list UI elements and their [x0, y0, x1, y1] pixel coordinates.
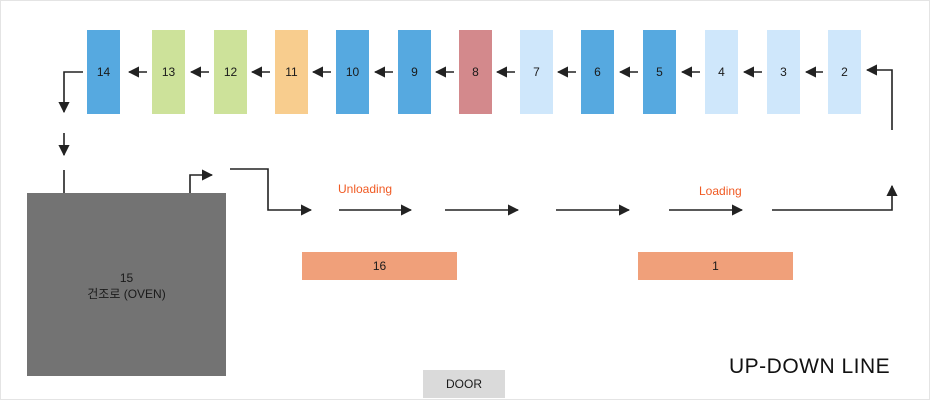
oven-label: 15 건조로 (OVEN) [27, 270, 226, 302]
station-4: 4 [705, 30, 738, 114]
station-11: 11 [275, 30, 308, 114]
oven-number: 15 [119, 271, 134, 285]
oven-box [27, 193, 226, 376]
door-box: DOOR [423, 370, 505, 398]
loading-label: Loading [699, 184, 742, 198]
unloading-station-bar: 16 [302, 252, 457, 280]
oven-name: 건조로 (OVEN) [87, 287, 166, 301]
station-6: 6 [581, 30, 614, 114]
station-8: 8 [459, 30, 492, 114]
station-12: 12 [214, 30, 247, 114]
station-9: 9 [398, 30, 431, 114]
arrow-oven-exit [230, 168, 313, 216]
station-5: 5 [643, 30, 676, 114]
arrow-14-down [58, 71, 83, 114]
loading-station-bar: 1 [638, 252, 793, 280]
station-13: 13 [152, 30, 185, 114]
station-10: 10 [336, 30, 369, 114]
station-7: 7 [520, 30, 553, 114]
line-title: UP-DOWN LINE [729, 355, 891, 378]
arrow-to-station-2 [865, 64, 893, 130]
arrow-return-up [772, 184, 898, 211]
station-2: 2 [828, 30, 861, 114]
unloading-label: Unloading [338, 182, 393, 196]
station-14: 14 [87, 30, 120, 114]
station-3: 3 [767, 30, 800, 114]
